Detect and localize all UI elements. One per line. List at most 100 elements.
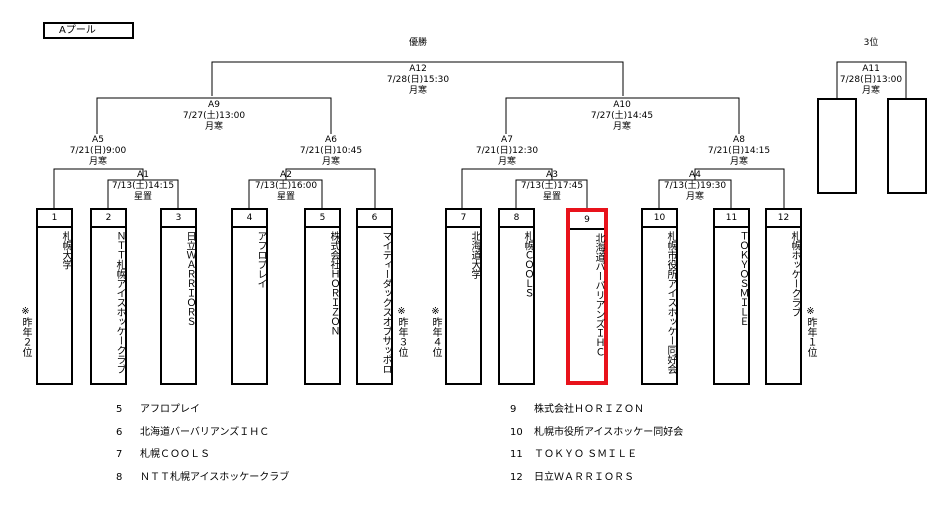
match-a1: A1 7/13(土)14:15 星置 — [112, 170, 174, 203]
team-name: 日立ＷＡＲＲＩＯＲＳ — [184, 231, 195, 326]
seed-number: 4 — [233, 210, 266, 228]
seed-5: 5 株式会社ＨＯＲＩＺＯＮ — [304, 208, 341, 385]
team-name: 北海道大学 — [469, 231, 480, 279]
match-venue: 星置 — [542, 192, 562, 202]
match-venue: 月寒 — [408, 86, 428, 96]
legend-name: 日立ＷＡＲＲＩＯＲＳ — [534, 472, 634, 483]
seed-number: 7 — [447, 210, 480, 228]
match-venue: 月寒 — [321, 157, 341, 167]
third-place-title: 3位 — [863, 38, 879, 48]
team-name: 札幌ＣＯＯＬＳ — [522, 231, 533, 298]
match-a3: A3 7/13(土)17:45 星置 — [521, 170, 583, 203]
match-a11: A11 7/28(日)13:00 月寒 — [840, 64, 902, 97]
legend-item: 7 札幌ＣＯＯＬＳ — [116, 449, 210, 461]
match-a8: A8 7/21(日)14:15 月寒 — [708, 135, 770, 168]
legend-name: ＴＯＫＹＯ ＳＭＩＬＥ — [534, 449, 638, 460]
match-code: A1 — [137, 170, 149, 180]
final-title: 優勝 — [408, 38, 428, 48]
match-code: A10 — [613, 100, 631, 110]
match-code: A9 — [208, 100, 220, 110]
seed-number: 5 — [306, 210, 339, 228]
team-name: ＮＴＴ札幌アイスホッケークラブ — [114, 231, 125, 374]
seed-2: 2 ＮＴＴ札幌アイスホッケークラブ — [90, 208, 127, 385]
third-place-slot-left — [817, 98, 857, 194]
match-code: A11 — [862, 64, 880, 74]
legend-number: 11 — [510, 449, 523, 460]
match-code: A5 — [92, 135, 104, 145]
match-datetime: 7/21(日)12:30 — [475, 146, 539, 156]
match-a12-label: 優勝 — [409, 38, 427, 49]
match-code: A4 — [689, 170, 701, 180]
match-venue: 月寒 — [685, 192, 705, 202]
match-venue: 月寒 — [204, 122, 224, 132]
seed-number: 9 — [570, 212, 604, 230]
match-a6: A6 7/21(日)10:45 月寒 — [300, 135, 362, 168]
match-venue: 月寒 — [88, 157, 108, 167]
legend-name: 北海道バーバリアンズＩＨＣ — [140, 427, 270, 438]
legend-number: 8 — [116, 472, 123, 483]
team-name: ＴＯＫＹＯＳＭＩＬＥ — [737, 231, 748, 326]
match-datetime: 7/13(土)16:00 — [254, 181, 318, 191]
team-name: 札幌ホッケークラブ — [789, 231, 800, 317]
team-name: 北海道バーバリアンズＩＨＣ — [593, 233, 604, 357]
match-code: A7 — [501, 135, 513, 145]
match-code: A2 — [280, 170, 292, 180]
seed-12: 12 札幌ホッケークラブ — [765, 208, 802, 385]
legend-name: 株式会社ＨＯＲＩＺＯＮ — [534, 404, 644, 415]
seed-4: 4 アフロプレイ — [231, 208, 268, 385]
match-a10: A10 7/27(土)14:45 月寒 — [591, 100, 653, 133]
seed-9-highlighted: 9 北海道バーバリアンズＩＨＣ — [566, 208, 608, 385]
match-venue: 月寒 — [497, 157, 517, 167]
match-datetime: 7/28(日)15:30 — [386, 75, 450, 85]
seed-7: 7 北海道大学 — [445, 208, 482, 385]
match-datetime: 7/13(土)14:15 — [111, 181, 175, 191]
match-datetime: 7/13(土)19:30 — [663, 181, 727, 191]
seed-number: 6 — [358, 210, 391, 228]
seed-number: 8 — [500, 210, 533, 228]
match-a9: A9 7/27(土)13:00 月寒 — [183, 100, 245, 133]
team-name: マイティーダックスオブサッポロ — [380, 231, 391, 374]
legend-name: 札幌ＣＯＯＬＳ — [140, 449, 210, 460]
match-datetime: 7/21(日)14:15 — [707, 146, 771, 156]
match-venue: 星置 — [133, 192, 153, 202]
seed-number: 2 — [92, 210, 125, 228]
note-last-year-1st: ※昨年１位 — [805, 306, 816, 357]
seed-8: 8 札幌ＣＯＯＬＳ — [498, 208, 535, 385]
match-venue: 星置 — [276, 192, 296, 202]
legend-item: 9 株式会社ＨＯＲＩＺＯＮ — [510, 404, 644, 416]
note-last-year-2nd: ※昨年２位 — [20, 306, 31, 357]
seed-number: 10 — [643, 210, 676, 228]
legend-number: 10 — [510, 427, 523, 438]
match-venue: 月寒 — [861, 86, 881, 96]
seed-10: 10 札幌市役所アイスホッケー同好会 — [641, 208, 678, 385]
match-datetime: 7/28(日)13:00 — [839, 75, 903, 85]
seed-number: 12 — [767, 210, 800, 228]
seed-6: 6 マイティーダックスオブサッポロ — [356, 208, 393, 385]
match-code: A8 — [733, 135, 745, 145]
match-datetime: 7/13(土)17:45 — [520, 181, 584, 191]
legend-name: アフロプレイ — [140, 404, 200, 415]
match-code: A6 — [325, 135, 337, 145]
team-name: 札幌市役所アイスホッケー同好会 — [665, 231, 676, 374]
legend-number: 9 — [510, 404, 517, 415]
seed-number: 1 — [38, 210, 71, 228]
match-a7: A7 7/21(日)12:30 月寒 — [476, 135, 538, 168]
match-code: A12 — [409, 64, 427, 74]
team-name: アフロプレイ — [255, 231, 266, 288]
seed-11: 11 ＴＯＫＹＯＳＭＩＬＥ — [713, 208, 750, 385]
legend-number: 7 — [116, 449, 123, 460]
seed-3: 3 日立ＷＡＲＲＩＯＲＳ — [160, 208, 197, 385]
seed-1: 1 札幌大学 — [36, 208, 73, 385]
seed-number: 3 — [162, 210, 195, 228]
legend-item: 10 札幌市役所アイスホッケー同好会 — [510, 427, 683, 439]
legend-name: 札幌市役所アイスホッケー同好会 — [534, 427, 684, 438]
match-a12: A12 7/28(日)15:30 月寒 — [387, 64, 449, 97]
match-venue: 月寒 — [612, 122, 632, 132]
team-name: 株式会社ＨＯＲＩＺＯＮ — [328, 231, 339, 336]
match-a2: A2 7/13(土)16:00 星置 — [255, 170, 317, 203]
